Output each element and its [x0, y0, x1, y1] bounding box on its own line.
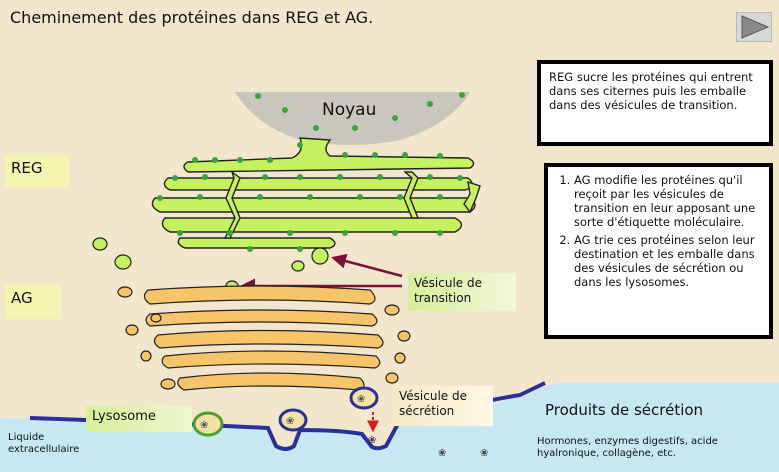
svg-text:❀: ❀ [480, 448, 488, 459]
secretion-vesicle-1: ❀ [278, 408, 308, 432]
secretion-vesicle-2: ❀ [349, 386, 379, 410]
ribosomes [157, 92, 465, 252]
nucleus-label: Noyau [322, 100, 377, 120]
page-title: Cheminement des protéines dans REG et AG… [10, 8, 374, 27]
ag-explanation-box: AG modifie les protéines qu'il reçoit pa… [544, 163, 773, 339]
lysosome-label: Lysosome [86, 406, 192, 432]
ag-explanation-item-2: AG trie ces protéines selon leur destina… [574, 233, 761, 289]
secreted-products: ❀ ❀ [438, 448, 488, 459]
ag-explanation-item-1: AG modifie les protéines qu'il reçoit pa… [574, 173, 761, 229]
svg-text:❀: ❀ [200, 420, 208, 431]
golgi-apparatus [117, 285, 411, 391]
secretion-vesicle-label: Vésicule de sécrétion [393, 386, 493, 426]
extracellular-fluid-label: Liquide extracellulaire [8, 432, 80, 455]
reg-explanation-box: REG sucre les protéines qui entrent dans… [537, 60, 773, 146]
secretion-products-label: Produits de sécrétion [545, 401, 704, 419]
secretion-products-examples: Hormones, enzymes digestifs, acide hyalr… [537, 436, 718, 459]
lysosome: ❀ [192, 411, 224, 437]
extracellular-space [0, 383, 779, 472]
ag-label: AG [5, 285, 61, 319]
nucleus [235, 92, 470, 145]
rough-er [151, 137, 481, 249]
reg-label: REG [5, 155, 69, 187]
exocytosis-vesicle: ❀ [368, 435, 376, 446]
svg-text:❀: ❀ [368, 435, 376, 446]
svg-text:❀: ❀ [438, 448, 446, 459]
reg-explanation-text: REG sucre les protéines qui entrent dans… [549, 70, 753, 112]
svg-text:❀: ❀ [357, 394, 365, 405]
transition-arrow-1 [331, 253, 403, 278]
svg-text:❀: ❀ [286, 416, 294, 427]
transition-vesicle-label: Vésicule de transition [408, 273, 516, 311]
play-triangle-icon[interactable] [736, 12, 772, 42]
